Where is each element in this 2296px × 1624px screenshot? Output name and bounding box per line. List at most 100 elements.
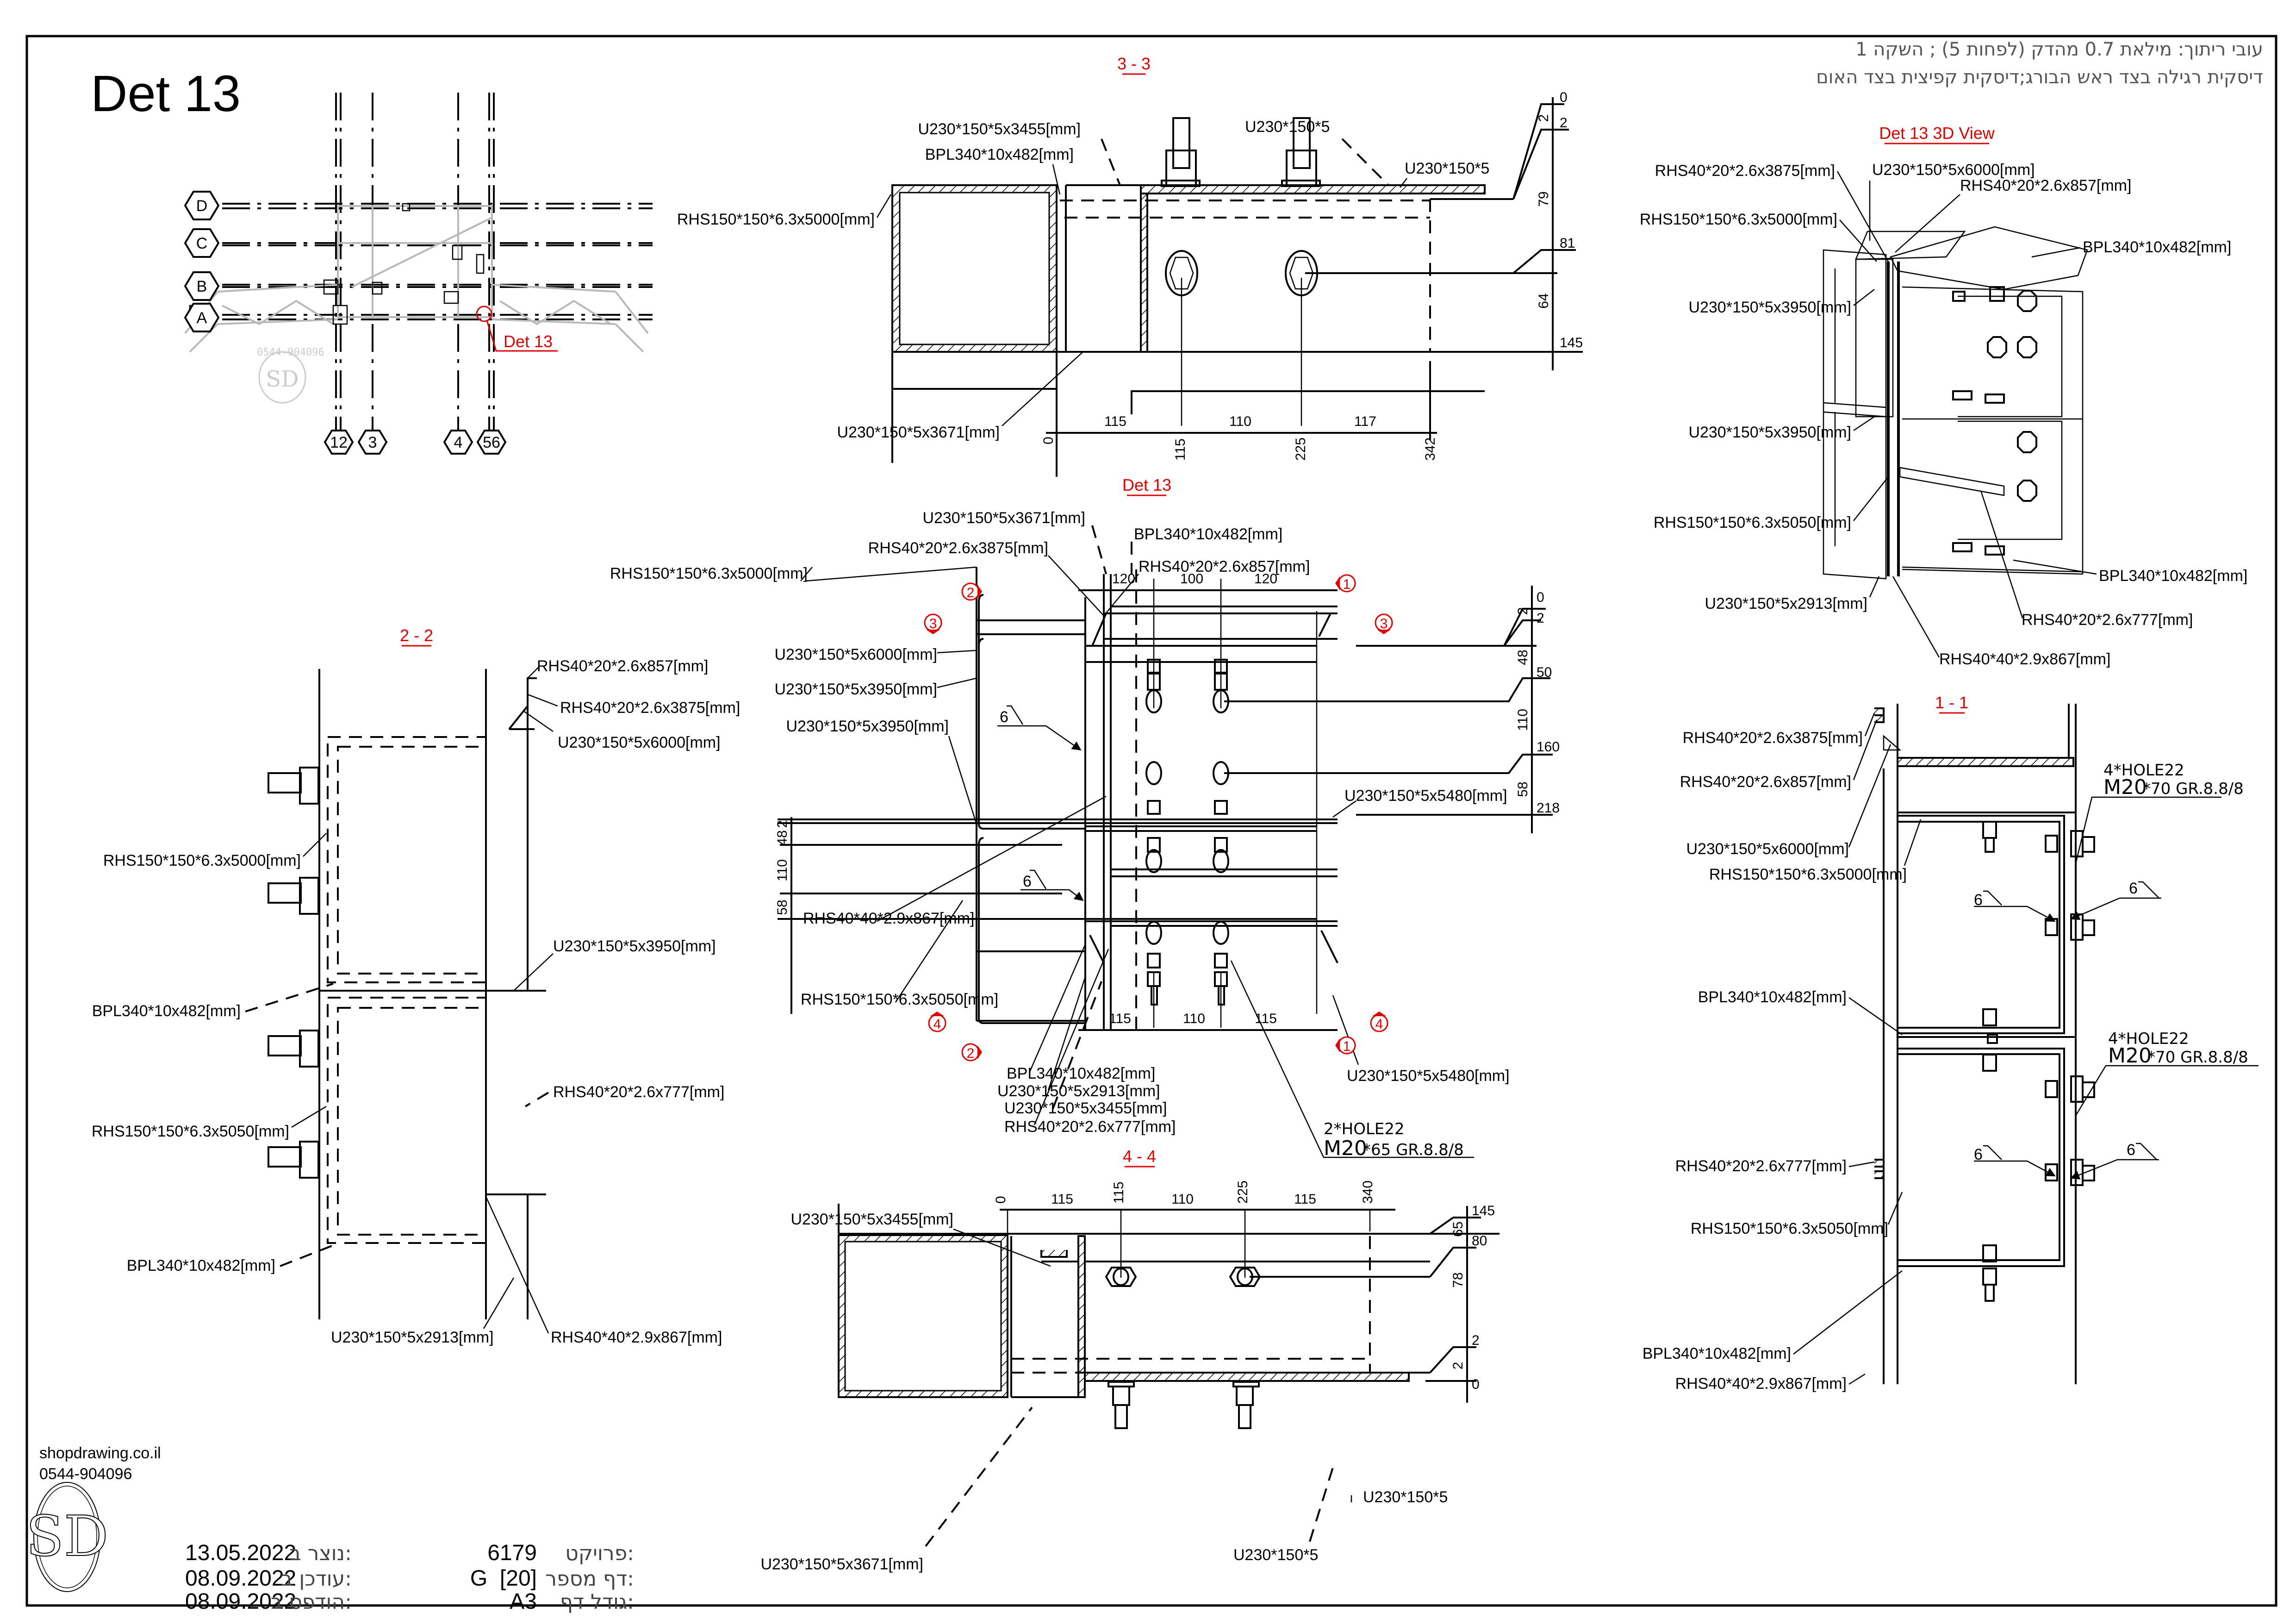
title-block: shopdrawing.co.il 0544-904096 SD 13.05.2… [25,1444,634,1614]
svg-text:SD: SD [266,366,299,392]
created-date: 13.05.2022 [185,1541,296,1565]
svg-text:6: 6 [1023,873,1032,890]
dim-det13-l-seg-4: 58 [775,899,790,915]
grid-bubble-row-b: B [184,271,220,301]
dim-det13-l-seg-1: 2 [775,820,790,828]
dim-33-h-seg-1: 115 [1104,414,1126,429]
grid-bubble-col-4: 4 [443,430,473,455]
dim-det13-r-ord-1: 2 [1537,611,1544,626]
svg-text:3: 3 [368,434,377,451]
project-label: פרויקט: [565,1542,634,1565]
svg-text:6: 6 [2127,1141,2135,1159]
dim-det13-bot-2: 110 [1183,1011,1205,1026]
svg-text:2: 2 [967,1046,975,1061]
label-3d-rhs777: RHS40*20*2.6x777[mm] [2022,611,2193,629]
dim-33-v-ord-0: 0 [1560,90,1568,105]
label-11-rhs777: RHS40*20*2.6x777[mm] [1675,1157,1847,1175]
label-det13-u3950a: U230*150*5x3950[mm] [774,681,937,698]
dim-44-h-ord-3: 340 [1360,1181,1375,1204]
view-3d: Det 13 3D View [1640,124,2247,668]
key-plan: Det 13 D C B A 12 3 4 [184,93,653,455]
dim-det13-r-ord-3: 160 [1537,739,1560,755]
section-marker-2-top: 2 [961,582,982,601]
bolt-group-upper [1145,659,1229,815]
sheet-number-label: דף מספר: [545,1567,634,1591]
label-11-bolt-size-lower: M20 [2108,1044,2152,1068]
printed-date: 08.09.2022 [185,1589,296,1614]
svg-text:3: 3 [929,616,937,631]
dim-det13-l-seg-3: 110 [775,859,790,881]
svg-text:12: 12 [330,434,348,451]
label-11-bolt-spec-upper: *70 GR.8.8/8 [2143,780,2244,798]
label-det13-rhs777: RHS40*20*2.6x777[mm] [1004,1118,1176,1136]
dim-det13-r-seg-4: 58 [1515,781,1531,797]
label-11-bolt-size-upper: M20 [2103,775,2147,799]
label-22-u2913: U230*150*5x2913[mm] [331,1329,494,1346]
updated-label: עודכן ב: [281,1567,352,1591]
label-22-u3950: U230*150*5x3950[mm] [553,937,716,955]
dim-33-v-seg-2: 79 [1536,191,1551,206]
view-3d-title: Det 13 3D View [1879,124,1995,143]
label-22-rhs3875: RHS40*20*2.6x3875[mm] [560,699,740,717]
label-11-rhs5050: RHS150*150*6.3x5050[mm] [1691,1220,1888,1237]
label-33-u-top: U230*150*5 [1245,118,1330,136]
svg-text:3: 3 [1380,616,1388,631]
weld-symbol-upper: 6 [997,705,1082,751]
label-3d-rhs867: RHS40*40*2.9x867[mm] [1939,650,2110,668]
dim-33-h-ord-0: 0 [1041,437,1056,444]
dim-44-v-ord-1: 80 [1472,1233,1487,1249]
dim-33-h-ord-1: 115 [1173,438,1188,461]
dim-44-h-seg-3: 115 [1294,1192,1316,1207]
dim-44-h-ord-1: 115 [1111,1181,1126,1204]
watermark-phone: 0544-904096 [257,347,324,358]
svg-text:56: 56 [483,434,500,451]
svg-text:D: D [196,197,208,215]
label-det13-rhs5050: RHS150*150*6.3x5050[mm] [801,991,998,1008]
label-det13-rhs867: RHS40*40*2.9x867[mm] [803,910,974,927]
label-11-rhs5000: RHS150*150*6.3x5000[mm] [1709,866,1907,883]
grid-bubble-row-d: D [184,191,220,220]
label-det13-u2913: U230*150*5x2913[mm] [997,1082,1160,1100]
dim-33-v-ord-1: 2 [1560,115,1568,131]
created-label: נוצר ב: [289,1542,352,1565]
label-det13-rhs5000: RHS150*150*6.3x5000[mm] [610,565,808,582]
weld-symbol-1-1-lower-right: 6 [2070,1141,2159,1180]
label-44-u-bottom: U230*150*5 [1233,1546,1318,1564]
label-det13-bolt-size: M20 [1324,1137,1367,1160]
dim-33-v-ord-3: 145 [1560,335,1583,350]
weld-symbol-1-1-upper-right: 6 [2070,880,2161,920]
label-11-hole-lower: 4*HOLE22 [2108,1030,2189,1048]
det-13-view: Det 13 [610,475,1560,1160]
dim-44-v-seg-3: 2 [1450,1362,1466,1370]
dim-33-v-seg-3: 64 [1536,293,1551,308]
section-marker-3-right: 3 [1375,613,1393,634]
dim-44-v-ord-3: 0 [1472,1377,1480,1392]
dim-33-h-ord-2: 225 [1293,437,1308,461]
label-det13-u3950b: U230*150*5x3950[mm] [786,718,949,735]
label-22-rhs5050: RHS150*150*6.3x5050[mm] [92,1123,289,1140]
sheet-size: A3 [510,1589,537,1614]
label-11-u6000: U230*150*5x6000[mm] [1686,840,1849,858]
svg-text:6: 6 [1974,1146,1983,1163]
dim-33-h-seg-3: 117 [1354,414,1376,429]
company-logo: SD [25,1482,109,1592]
section-marker-2-bottom: 2 [961,1043,982,1062]
label-11-rhs857: RHS40*20*2.6x857[mm] [1680,773,1851,791]
svg-text:C: C [196,235,208,252]
dim-det13-r-ord-2: 50 [1537,665,1552,680]
bolts-section-2-2 [268,767,319,1179]
section-marker-4-left: 4 [928,1012,946,1032]
dim-44-v-seg-2: 78 [1450,1272,1466,1287]
label-44-u-right: U230*150*5 [1363,1488,1448,1506]
updated-date: 08.09.2022 [185,1566,296,1591]
label-det13-u6000: U230*150*5x6000[mm] [774,646,937,663]
dim-det13-l-seg-2: 48 [775,830,790,845]
label-33-bpl: BPL340*10x482[mm] [925,146,1074,163]
dim-det13-r-ord-4: 218 [1537,800,1560,816]
svg-text:B: B [197,278,207,295]
key-plan-callout: Det 13 [504,332,553,351]
grid-bubble-col-56: 56 [476,430,507,455]
dim-44-v-ord-0: 145 [1472,1203,1495,1218]
watermark-logo [258,351,306,404]
label-det13-hole: 2*HOLE22 [1324,1120,1405,1138]
